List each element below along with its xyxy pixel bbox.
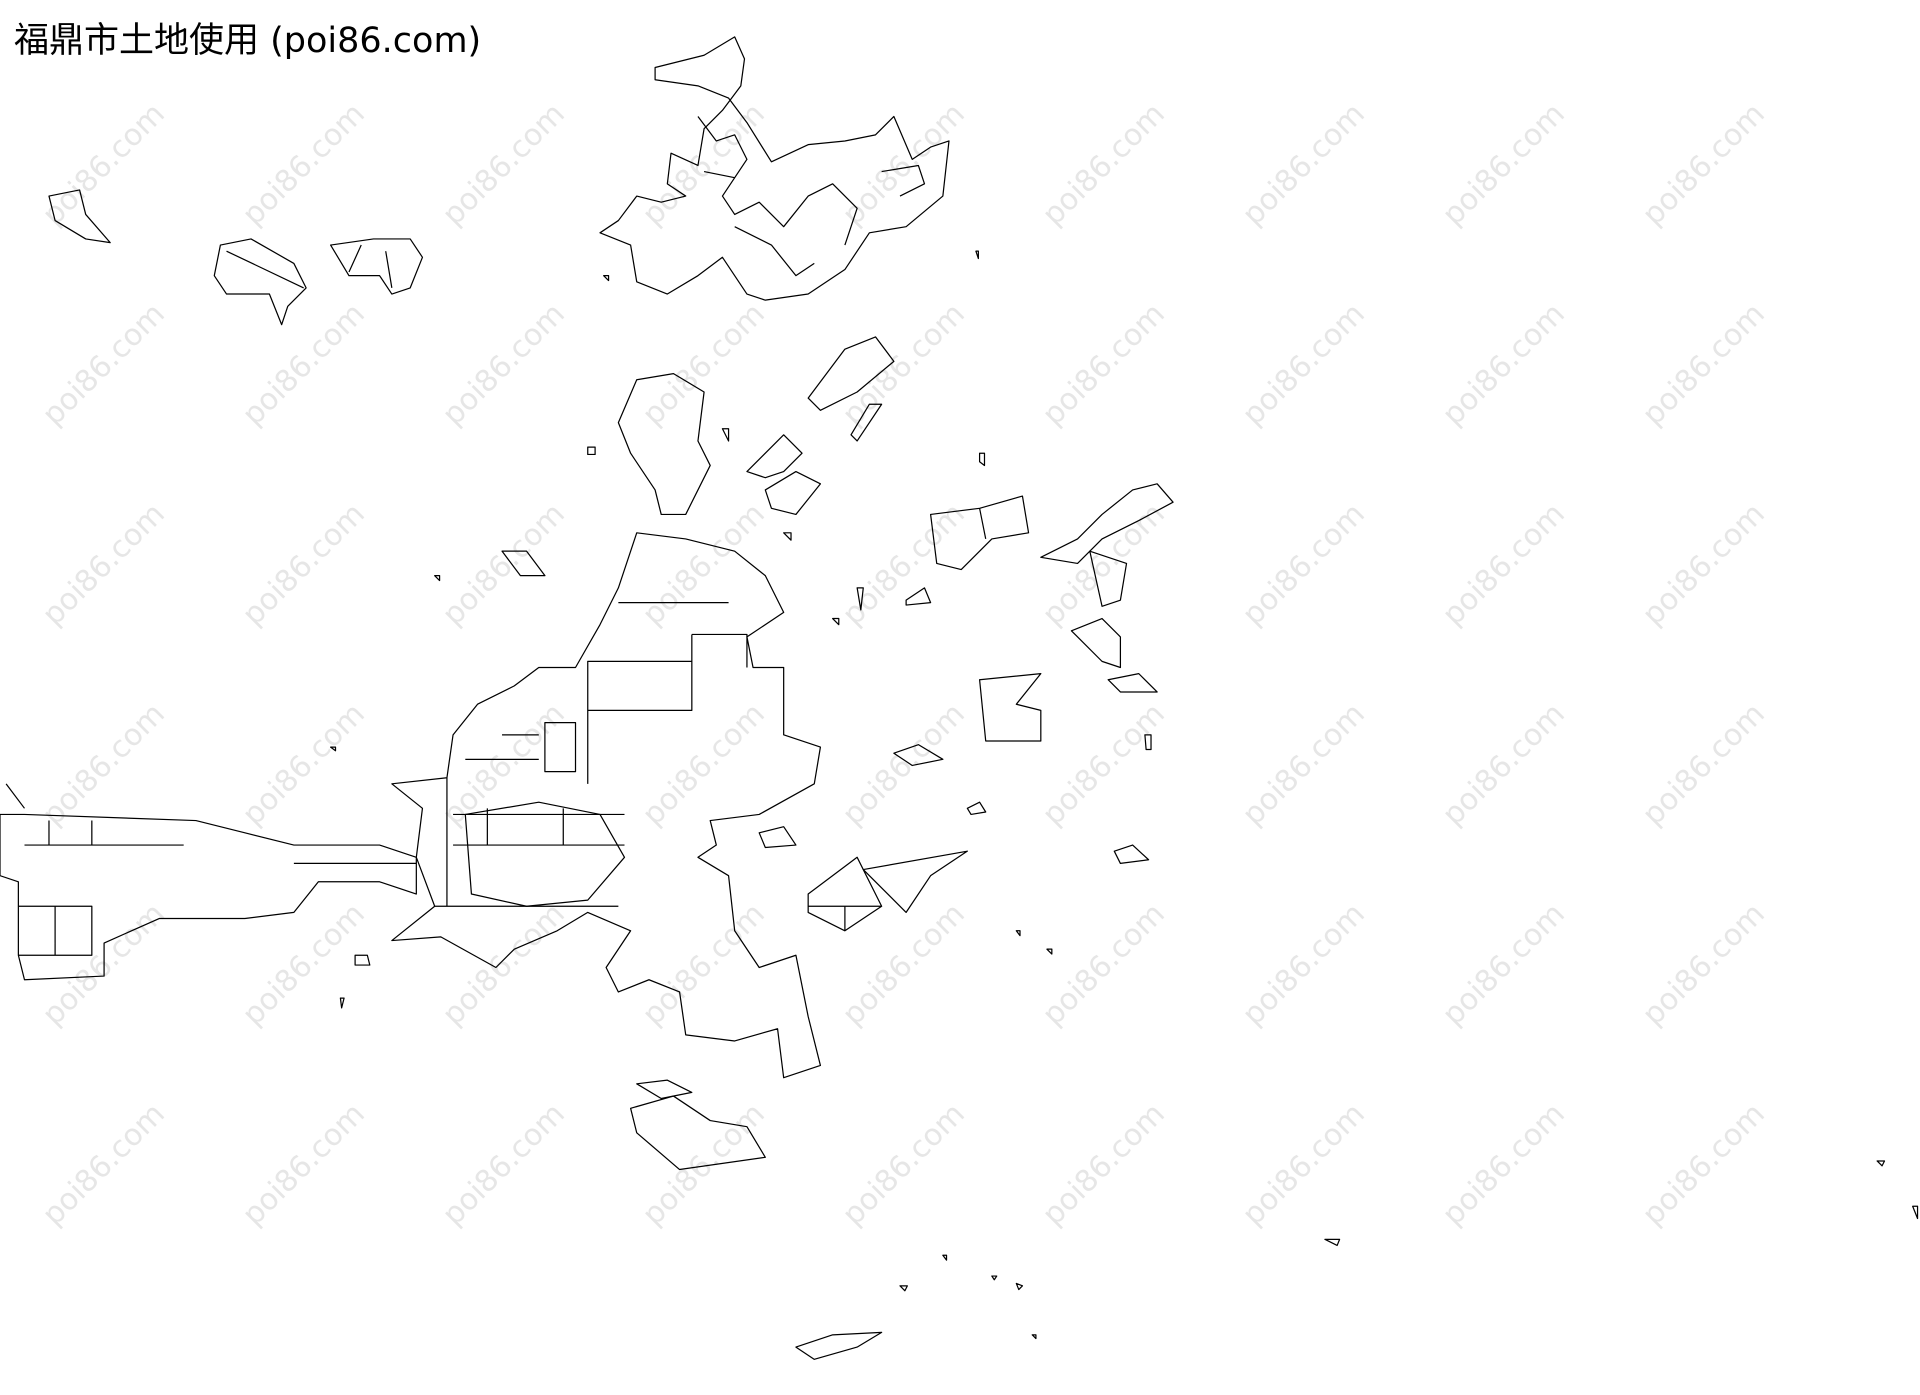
island-ne-1 [807, 336, 895, 411]
island-east-1 [930, 495, 1030, 571]
west-island-1 [48, 189, 111, 244]
island-east-6 [978, 673, 1042, 742]
island-se-3 [893, 744, 944, 767]
island-se-4 [758, 826, 797, 849]
island-ne-2 [850, 403, 883, 442]
island-south-1 [630, 1095, 766, 1171]
north-peninsula [599, 36, 950, 301]
island-se-1 [807, 856, 883, 932]
island-south-2 [636, 1079, 693, 1100]
island-small-w [501, 550, 546, 577]
parcel-grid [434, 601, 748, 907]
island-east-2 [1040, 483, 1174, 565]
central-mainland [391, 532, 822, 1079]
island-far-south [795, 1331, 883, 1360]
west-island-3 [330, 238, 424, 295]
island-mid-1 [746, 434, 822, 516]
oval-parcel [464, 801, 626, 907]
west-band [0, 783, 417, 981]
central-island [617, 373, 711, 516]
island-east-5 [1107, 673, 1158, 693]
island-small-specks [330, 250, 1919, 1340]
island-east-4 [1070, 617, 1122, 669]
island-se-2 [862, 850, 968, 914]
west-island-2 [213, 238, 307, 326]
island-e-7 [1113, 844, 1150, 865]
north-inner-lines [697, 116, 926, 277]
island-east-3 [1089, 550, 1128, 607]
land-parcels [0, 36, 1919, 1360]
map-title: 福鼎市土地使用 (poi86.com) [14, 21, 482, 61]
